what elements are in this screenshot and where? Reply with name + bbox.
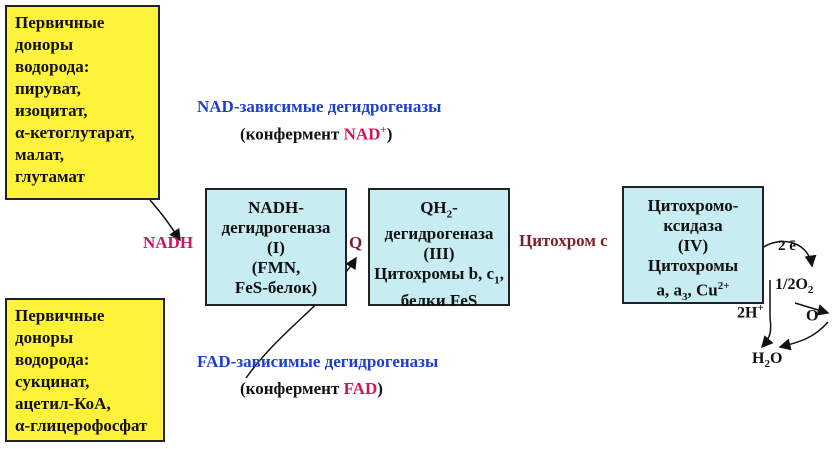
water-subscript: 2 [764, 358, 770, 371]
nadh-label: NADH [143, 233, 194, 252]
cytochrome-c-label: Цитохром с [519, 231, 608, 250]
fad-dehydrogenases-title: FAD-зависимые дегидрогеназы [197, 352, 439, 371]
donor-top-line: водорода: [15, 57, 90, 76]
donor-box-top: Первичные доноры водорода: пируват, изоц… [5, 5, 160, 200]
complex-i-line: (I) [267, 238, 285, 257]
half-oxygen-text: 1/2O [775, 276, 808, 293]
fad-coenzyme: FAD [343, 379, 378, 398]
complex-iii-line: QH2- [370, 198, 508, 224]
water-o: O [769, 350, 783, 367]
donor-bottom-line: ацетил-КоА, [15, 394, 111, 413]
complex-iv-line: ксидаза [663, 216, 723, 235]
complex-iii-line: Цитохромы b, c1, [370, 264, 508, 290]
complex-i-box: NADH- дегидрогеназа (I) (FMN, FeS-белок) [205, 188, 347, 306]
complex-i-line: NADH- [248, 198, 304, 217]
donor-top-line: α-кетоглутарат, [15, 123, 135, 142]
donor-top-line: пируват, [15, 79, 81, 98]
complex-iv-line: Цитохромо- [647, 196, 739, 215]
comma: , [499, 264, 504, 284]
c1-subscript: 1 [494, 274, 500, 287]
donor-bottom-line: водорода: [15, 350, 90, 369]
donor-bottom-line: Первичные [15, 306, 105, 325]
complex-iii-box: QH2- дегидрогеназа (III) Цитохромы b, c1… [368, 188, 510, 310]
coenzyme-prefix: (конфермент [240, 379, 344, 398]
complex-iv-line: a, a3, Cu2+ [624, 276, 762, 307]
nad-coenzyme-label: (конфермент NAD+) [240, 124, 392, 145]
coenzyme-close: ) [386, 124, 393, 144]
complex-iii-line: дегидрогеназа [384, 224, 494, 244]
donor-top-line: изоцитат, [15, 101, 88, 120]
qh-subscript: 2 [446, 208, 453, 221]
arrow-electrons [759, 240, 817, 268]
complex-iii-line: (III) [423, 244, 455, 264]
coenzyme-close: ) [377, 379, 383, 398]
oxide-ion-label: O2- [806, 306, 827, 325]
oxide-charge: 2- [818, 306, 827, 317]
complex-i-line: дегидрогеназа [221, 218, 331, 237]
q-label: Q [349, 233, 363, 252]
proton-label: 2H+ [737, 302, 764, 322]
arrow-to-oion [794, 302, 830, 316]
electrons-label: 2 ē [778, 238, 796, 254]
complex-iii-line: белки FeS [400, 290, 478, 310]
proton-charge: + [757, 302, 764, 314]
oxide-text: O [806, 307, 819, 325]
qh-text: QH [420, 198, 447, 217]
proton-text: 2H [737, 304, 758, 322]
coenzyme-prefix: (конфермент [240, 124, 344, 144]
complex-iv-line: (IV) [677, 236, 709, 255]
complex-i-line: (FMN, [251, 258, 301, 277]
donor-bottom-line: доноры [15, 328, 74, 347]
donor-box-bottom: Первичные доноры водорода: сукцинат, аце… [5, 298, 165, 442]
water-label: H2O [752, 350, 782, 370]
complex-iv-box: Цитохромо- ксидаза (IV) Цитохромы a, a3,… [622, 186, 764, 304]
nad-dehydrogenases-title: NAD-зависимые дегидрогеназы [197, 97, 442, 116]
arrow-oion-to-water [778, 321, 829, 351]
nad-coenzyme: NAD [343, 124, 381, 144]
arrow-hplus-to-water [761, 317, 774, 349]
cu-charge: 2+ [717, 280, 730, 292]
donor-top-line: Первичные [15, 13, 105, 32]
half-oxygen-label: 1/2O2 [775, 276, 813, 296]
cytochromes-bc-text: Цитохромы b, c [374, 264, 495, 284]
donor-top-line: малат, [15, 145, 65, 164]
o2-subscript: 2 [807, 284, 814, 297]
arrow-top-donor-to-nadh [149, 199, 181, 242]
fad-coenzyme-label: (конфермент FAD) [240, 379, 383, 399]
complex-iv-line: Цитохромы [647, 256, 739, 275]
qh-dash: - [452, 198, 458, 217]
cyt-a-text: a, a [656, 280, 682, 300]
a3-subscript: 3 [681, 291, 688, 304]
donor-bottom-line: сукцинат, [15, 372, 90, 391]
donor-top-line: доноры [15, 35, 74, 54]
complex-i-line: FeS-белок) [234, 278, 318, 297]
cu-text: , Cu [687, 280, 718, 300]
water-h: H [752, 350, 765, 367]
donor-top-line: глутамат [15, 167, 85, 186]
nad-coenzyme-charge: + [380, 124, 387, 136]
donor-bottom-line: α-глицерофосфат [15, 416, 148, 435]
